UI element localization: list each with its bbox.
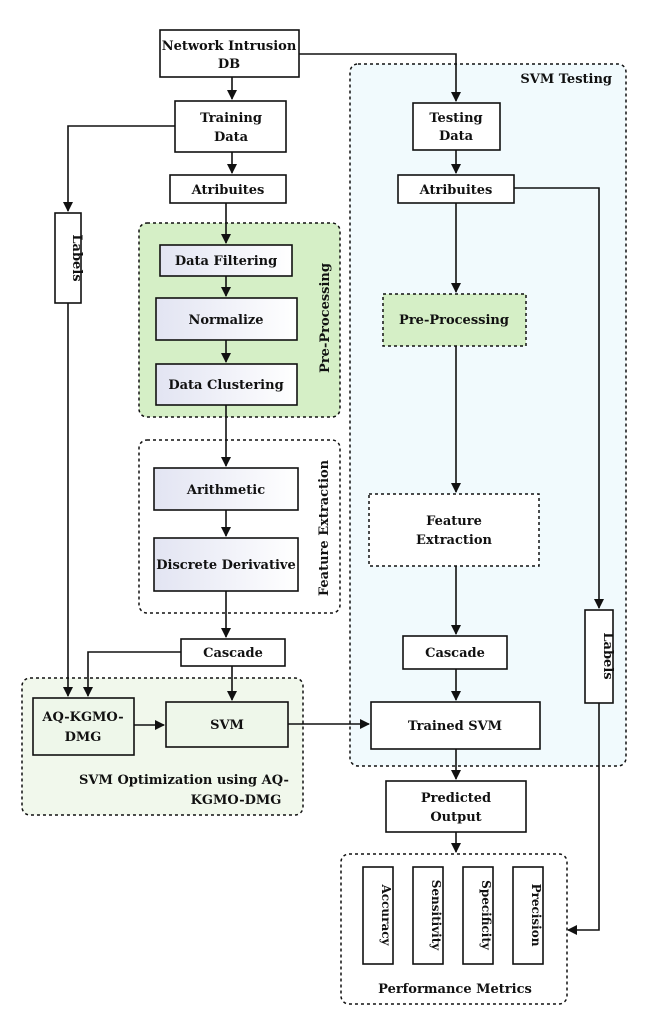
test-feature-extraction-line1: Feature bbox=[426, 514, 482, 529]
aq-kgmo-box bbox=[32, 697, 135, 756]
aq-kgmo-line2: DMG bbox=[65, 730, 102, 745]
train-attributes-text: Atribuites bbox=[191, 183, 265, 198]
data-filtering-box bbox=[159, 244, 293, 277]
specificity-text: Specificity bbox=[479, 880, 493, 951]
accuracy-box bbox=[362, 866, 394, 965]
network-db-box bbox=[159, 29, 300, 78]
normalize-text: Normalize bbox=[188, 313, 263, 328]
train-cascade-box bbox=[180, 638, 286, 667]
testing-data-box bbox=[412, 102, 501, 151]
specificity-box bbox=[462, 866, 494, 965]
svm-optimization-label-line1: SVM Optimization using AQ- bbox=[79, 773, 289, 788]
feature-extraction-label: Feature Extraction bbox=[317, 459, 332, 596]
predicted-output-box bbox=[385, 780, 527, 833]
precision-text: Precision bbox=[529, 884, 543, 947]
testing-data-line2: Data bbox=[439, 129, 474, 144]
training-data-box bbox=[174, 100, 287, 153]
performance-metrics-label: Performance Metrics bbox=[378, 982, 532, 997]
test-cascade-box bbox=[402, 635, 508, 670]
train-labels-box bbox=[54, 212, 82, 304]
data-clustering-box bbox=[155, 363, 298, 406]
training-data-line2: Data bbox=[214, 130, 249, 145]
sensitivity-text: Sensitivity bbox=[429, 880, 443, 952]
test-attributes-text: Atribuites bbox=[419, 183, 493, 198]
test-cascade-text: Cascade bbox=[425, 646, 485, 661]
svm-optimization-label-line2: KGMO-DMG bbox=[191, 793, 282, 808]
test-labels-box bbox=[584, 609, 614, 704]
test-preprocessing-text: Pre-Processing bbox=[399, 313, 509, 328]
predicted-output-line1: Predicted bbox=[421, 791, 491, 806]
aq-kgmo-line1: AQ-KGMO- bbox=[41, 710, 123, 725]
arithmetic-text: Arithmetic bbox=[186, 483, 265, 498]
svm-box bbox=[165, 701, 289, 748]
discrete-derivative-box bbox=[153, 537, 299, 592]
accuracy-text: Accuracy bbox=[379, 883, 393, 946]
discrete-derivative-text: Discrete Derivative bbox=[156, 558, 295, 573]
svm-testing-label: SVM Testing bbox=[520, 72, 612, 87]
testing-data-line1: Testing bbox=[429, 111, 482, 126]
normalize-box bbox=[155, 297, 298, 341]
test-feature-extraction-line2: Extraction bbox=[416, 533, 492, 548]
network-db-line2: DB bbox=[218, 57, 240, 72]
test-attributes-box bbox=[397, 174, 515, 204]
test-preprocessing-box bbox=[382, 293, 527, 347]
network-db-line1: Network Intrusion bbox=[162, 39, 297, 54]
predicted-output-line2: Output bbox=[430, 810, 481, 825]
svm-text: SVM bbox=[210, 718, 244, 733]
train-cascade-text: Cascade bbox=[203, 646, 263, 661]
training-data-line1: Training bbox=[200, 111, 262, 126]
data-clustering-text: Data Clustering bbox=[168, 378, 283, 393]
test-labels-text: Labels bbox=[600, 632, 615, 679]
sensitivity-box bbox=[412, 866, 444, 965]
arithmetic-box bbox=[153, 467, 299, 511]
svm-testing-group bbox=[349, 63, 627, 767]
data-filtering-text: Data Filtering bbox=[175, 254, 277, 269]
precision-box bbox=[512, 866, 544, 965]
test-feature-extraction-box bbox=[368, 493, 540, 567]
trained-svm-text: Trained SVM bbox=[408, 719, 502, 734]
train-attributes-box bbox=[169, 174, 287, 204]
train-labels-text: Labels bbox=[69, 234, 84, 281]
trained-svm-box bbox=[370, 701, 541, 750]
preprocessing-label: Pre-Processing bbox=[318, 263, 333, 373]
